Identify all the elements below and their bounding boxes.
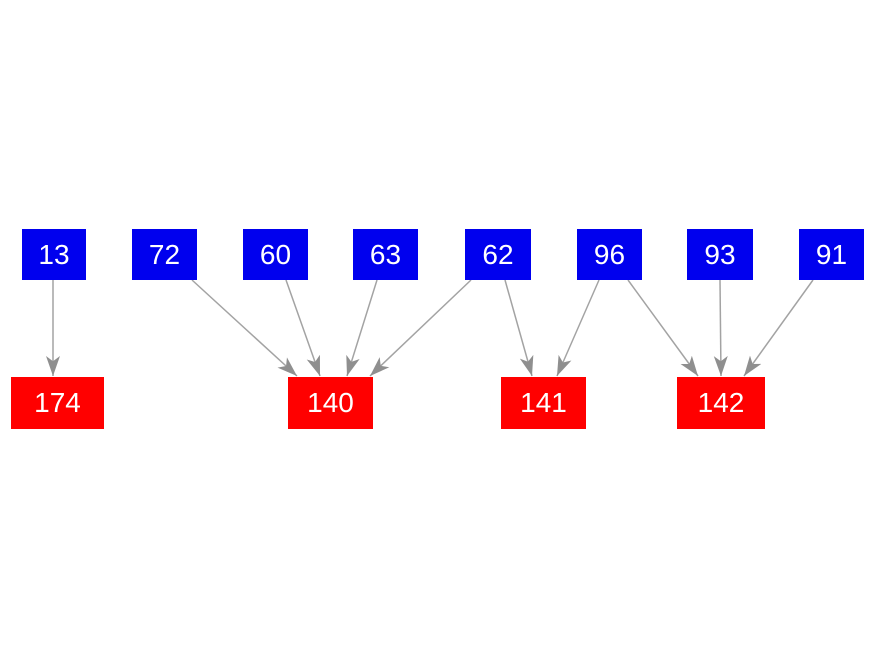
edge-group [46, 279, 814, 377]
node-62: 62 [465, 229, 531, 280]
node-93: 93 [687, 229, 753, 280]
node-96: 96 [577, 229, 642, 280]
node-140: 140 [288, 377, 373, 429]
edge-96-142 [627, 279, 699, 377]
node-63: 63 [353, 229, 418, 280]
edge-93-142 [713, 279, 728, 377]
node-142: 142 [677, 377, 765, 429]
node-13: 13 [22, 229, 86, 280]
node-141: 141 [501, 377, 586, 429]
edge-60-140 [285, 279, 321, 377]
edge-62-140 [369, 279, 472, 377]
edge-91-142 [743, 279, 814, 377]
edge-96-141 [556, 279, 600, 377]
edge-72-140 [191, 279, 298, 377]
node-72: 72 [132, 229, 197, 280]
node-174: 174 [11, 377, 104, 429]
node-60: 60 [243, 229, 308, 280]
node-91: 91 [799, 229, 864, 280]
edge-62-141 [504, 279, 534, 377]
edge-63-140 [346, 279, 378, 377]
